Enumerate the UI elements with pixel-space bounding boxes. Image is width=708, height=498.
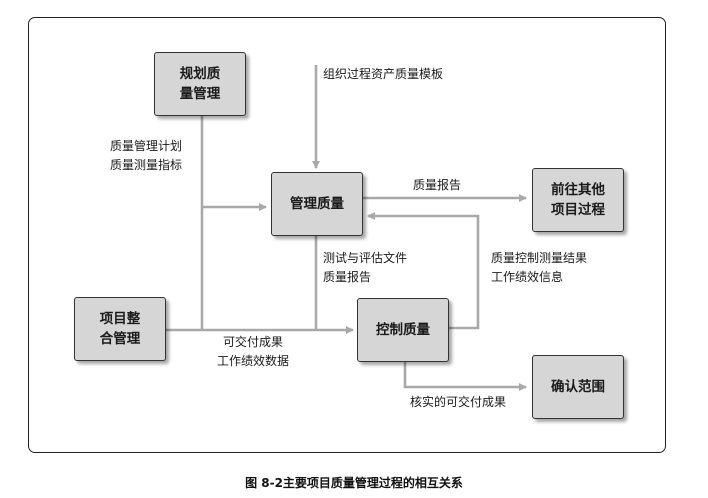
node-manage-quality: 管理质量 [271, 172, 363, 236]
node-integration: 项目整 合管理 [74, 297, 166, 361]
figure-caption: 图 8-2主要项目质量管理过程的相互关系 [245, 476, 463, 490]
label-plan-outputs: 质量管理计划 质量测量指标 [110, 139, 183, 172]
diagram-frame [28, 17, 666, 453]
node-control-quality: 控制质量 [357, 298, 449, 362]
label-control-results: 质量控制测量结果 工作绩效信息 [491, 251, 588, 284]
arrow-control-feedback [367, 212, 480, 330]
node-validate-scope: 确认范围 [532, 355, 624, 419]
label-opa: 组织过程资产质量模板 [323, 67, 444, 81]
node-other-process: 前往其他 项目过程 [532, 168, 624, 232]
label-deliverables: 可交付成果 工作绩效数据 [217, 335, 290, 368]
label-quality-reports: 质量报告 [413, 178, 462, 192]
label-test-docs: 测试与评估文件 质量报告 [323, 251, 408, 284]
arrow-control-to-scope [403, 362, 527, 391]
label-verified: 核实的可交付成果 [410, 395, 507, 409]
node-plan-quality: 规划质 量管理 [154, 52, 246, 116]
